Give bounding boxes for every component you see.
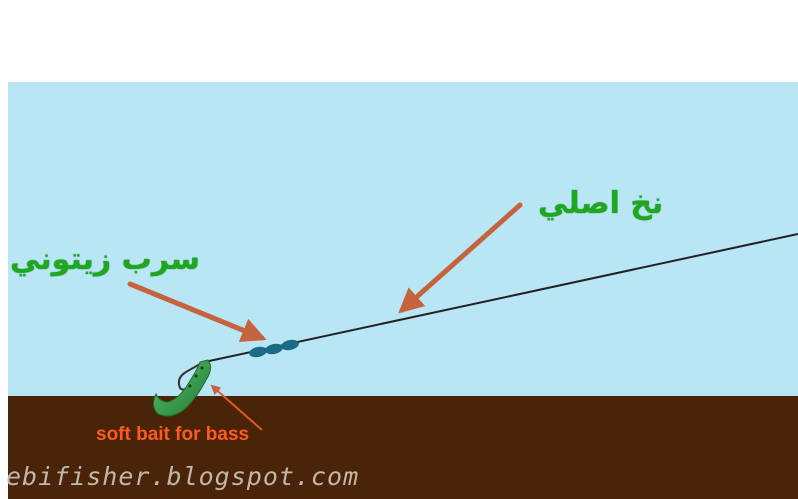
soft-bait-lure bbox=[152, 359, 212, 417]
sinker-weights bbox=[249, 339, 299, 358]
arrow-to-main-line bbox=[398, 202, 523, 314]
lure-speckle bbox=[188, 384, 192, 388]
lure-speckle bbox=[194, 374, 198, 378]
sinker-1 bbox=[249, 346, 267, 358]
main-fishing-line bbox=[199, 233, 798, 364]
lure-speckle bbox=[200, 366, 204, 370]
lure-body bbox=[152, 359, 212, 417]
watermark-url: ebifisher.blogspot.com bbox=[6, 462, 360, 491]
sinker-2 bbox=[265, 343, 283, 355]
water-area bbox=[8, 82, 798, 398]
arrow-to-bait bbox=[210, 384, 263, 431]
main-line-label: نخ اصلي bbox=[538, 186, 664, 221]
riverbed bbox=[8, 396, 798, 499]
sinker-weights-label: سرب زيتوني bbox=[10, 242, 200, 277]
sinker-3 bbox=[281, 339, 299, 351]
top-margin bbox=[0, 0, 798, 82]
arrow-to-sinkers bbox=[127, 281, 267, 342]
soft-bait-label: soft bait for bass bbox=[96, 424, 250, 445]
